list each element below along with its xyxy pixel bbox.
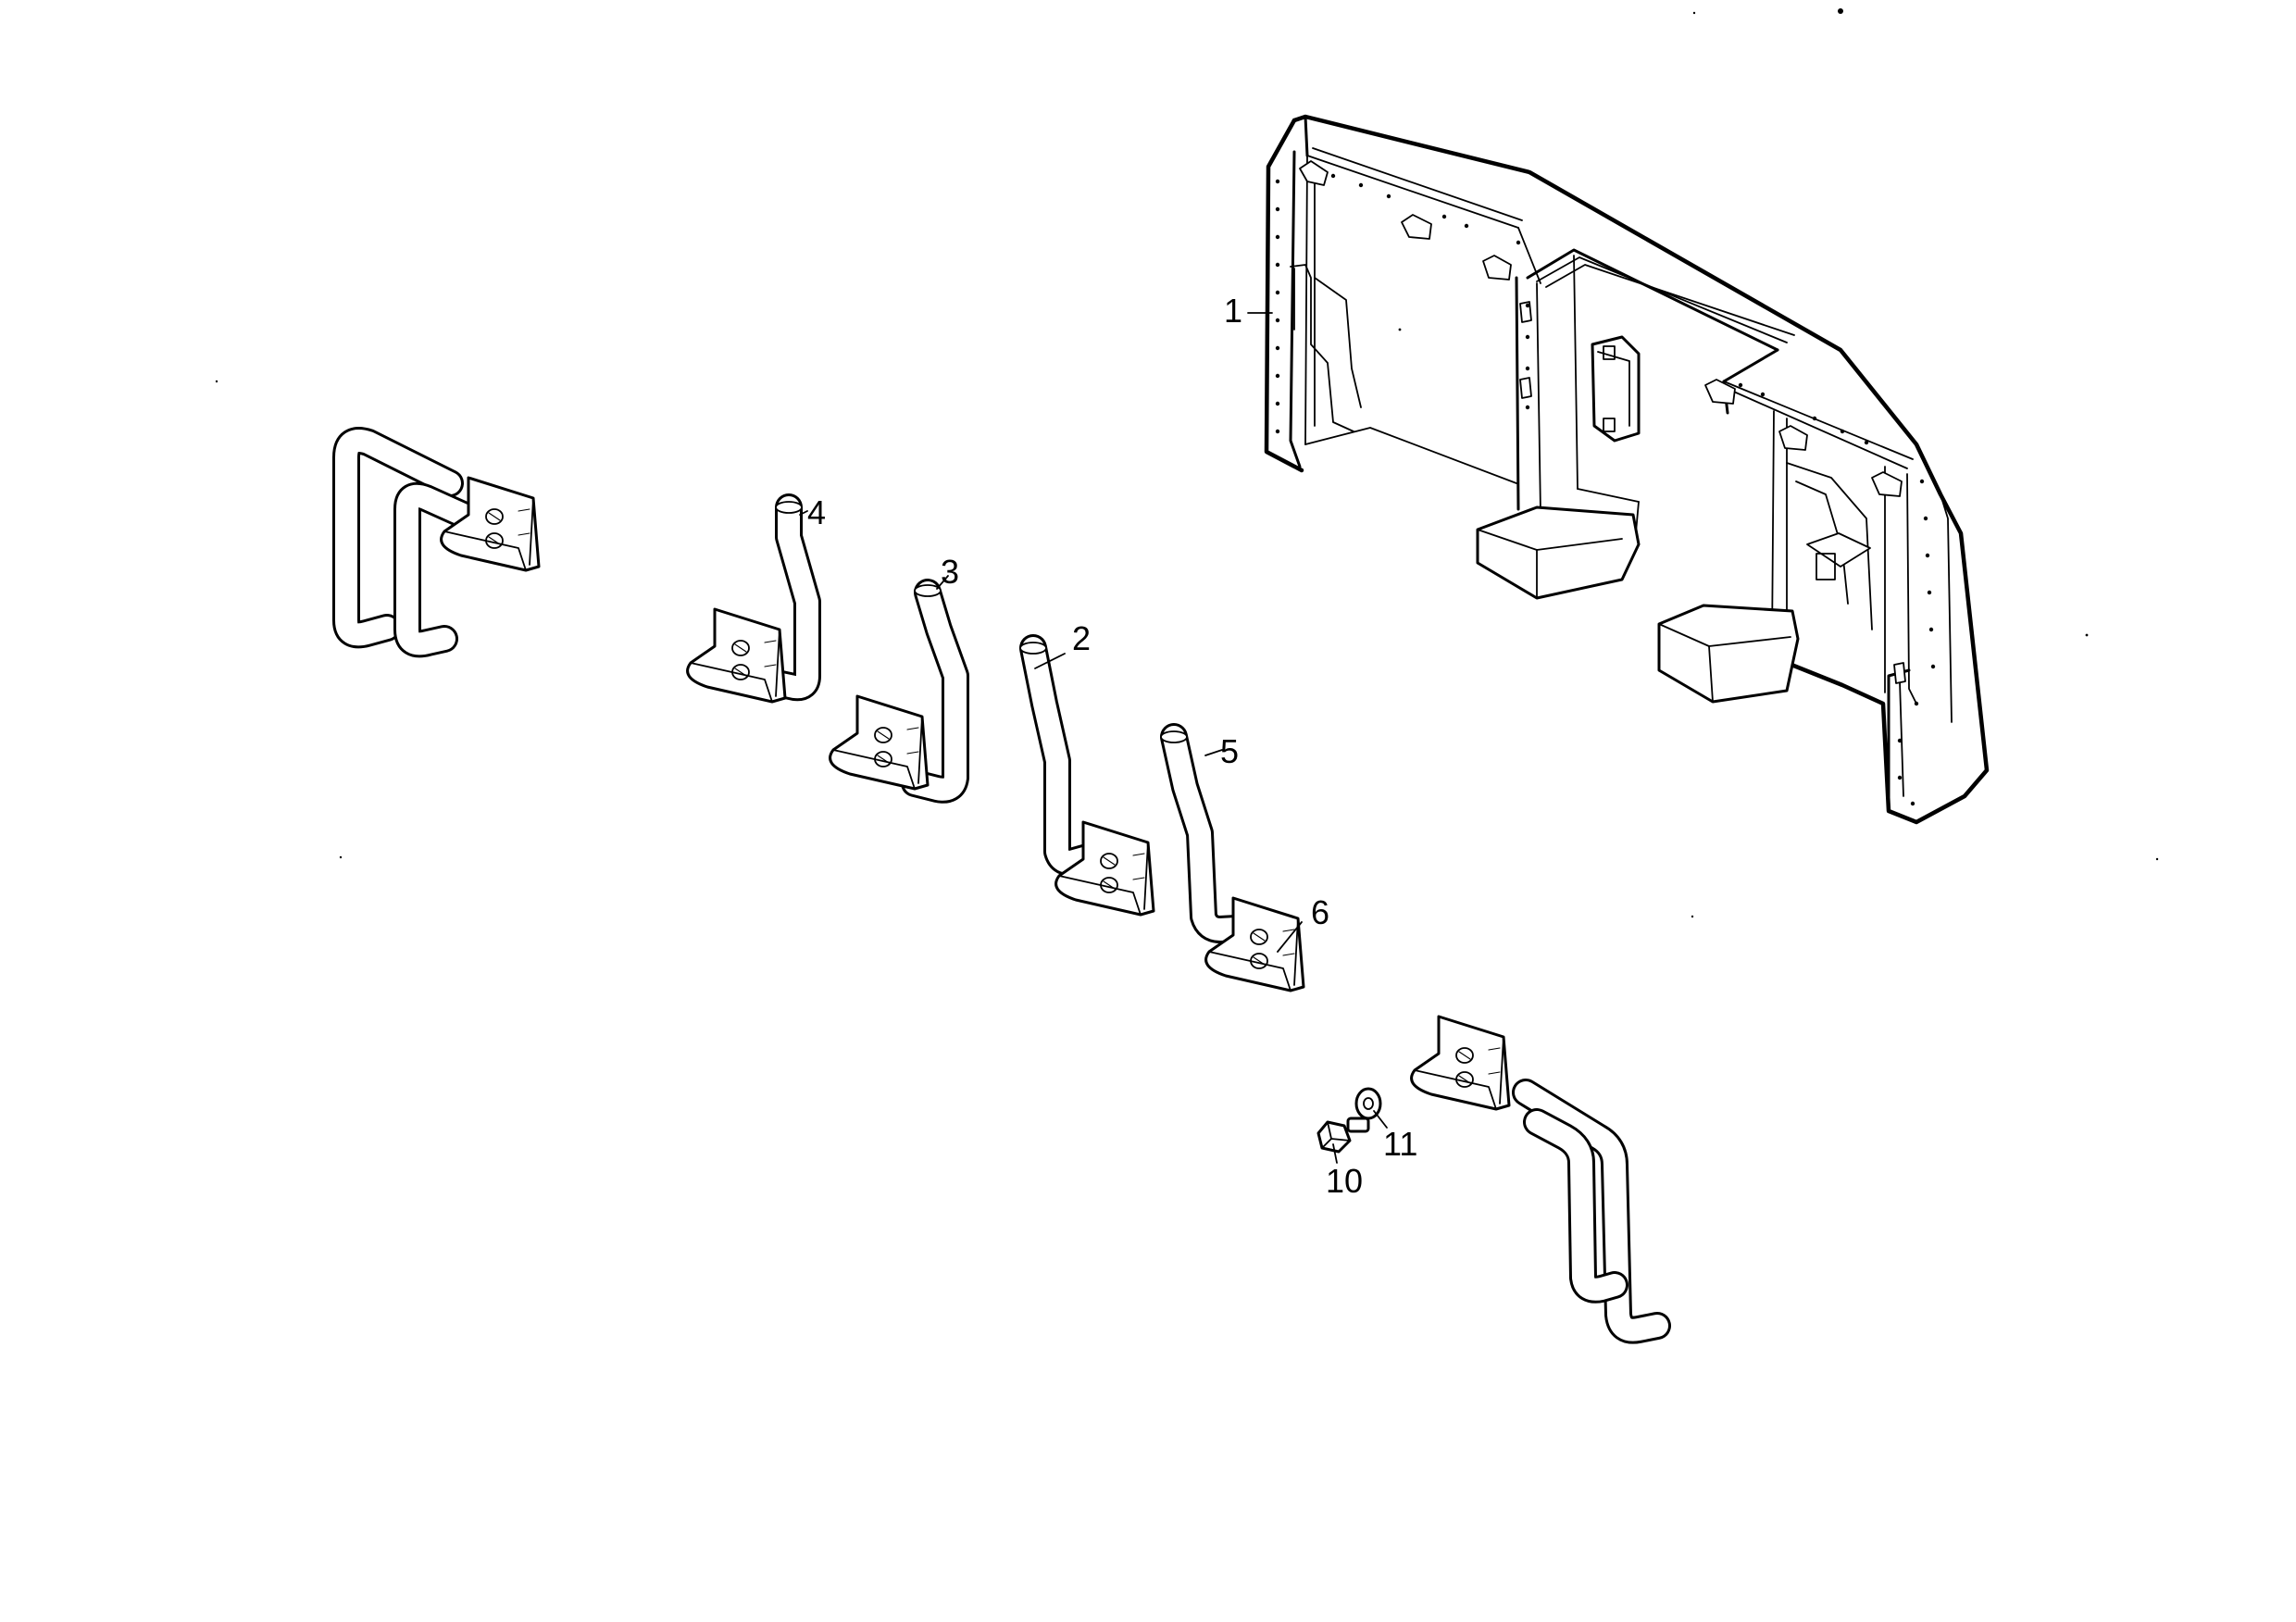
tube-pair-assembly-right (1410, 1015, 1671, 1344)
bracket-part-6 (1204, 896, 1305, 992)
callout-10: 10 (1326, 1162, 1363, 1200)
scan-specks (215, 8, 2159, 918)
tube-part-3 (829, 579, 969, 804)
bolt-part-10 (1316, 1117, 1370, 1154)
callout-1: 1 (1224, 292, 1242, 330)
frame-part-1 (1264, 114, 1990, 825)
callout-4: 4 (807, 493, 826, 531)
callout-3: 3 (941, 553, 959, 591)
callout-11: 11 (1383, 1125, 1417, 1163)
tube-part-4 (686, 493, 821, 704)
tube-part-2 (1019, 634, 1155, 917)
callout-2: 2 (1072, 619, 1091, 657)
leader-lines (799, 312, 1388, 1164)
tube-part-5 (1160, 723, 1267, 943)
callout-6: 6 (1311, 893, 1329, 931)
callout-5: 5 (1220, 732, 1239, 770)
tube-pair-assembly-left (332, 427, 541, 658)
